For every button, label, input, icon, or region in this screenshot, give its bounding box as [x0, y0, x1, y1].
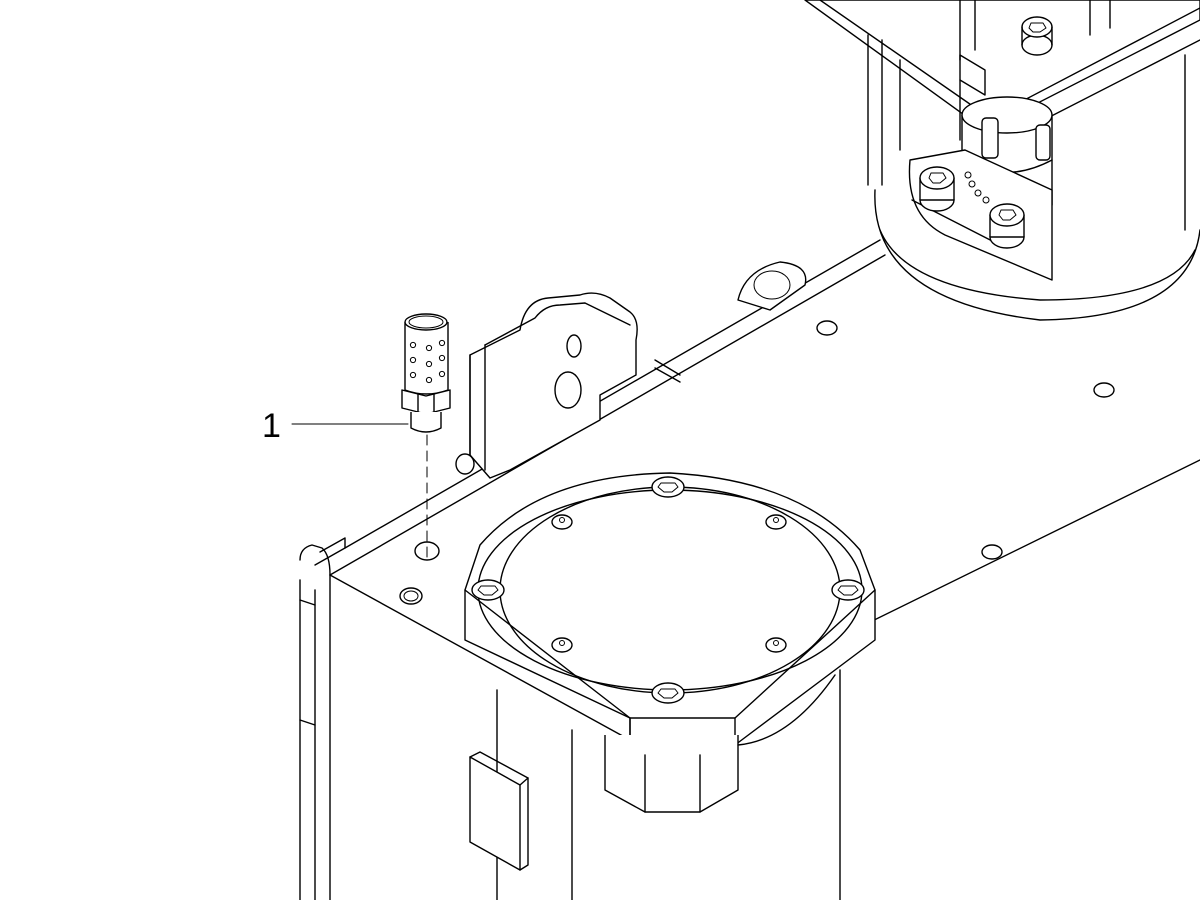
- flange-bolt-left-icon: [919, 166, 955, 212]
- cover-bolt-icon: [651, 476, 685, 498]
- cover-screw-icon: [551, 637, 573, 653]
- top-bolt-icon: [1021, 16, 1053, 56]
- mount-hole-icon: [816, 320, 838, 336]
- callout-label: 1: [262, 407, 281, 445]
- round-cover: [464, 472, 876, 746]
- cover-screw-icon: [765, 637, 787, 653]
- hex-drain-fitting: [604, 674, 836, 813]
- cover-screw-icon: [765, 514, 787, 530]
- mount-hole-icon: [399, 587, 423, 605]
- callout-1: 1: [262, 407, 409, 445]
- breather-filter-icon: [401, 313, 451, 433]
- bracket-hole-icon: [554, 371, 582, 409]
- side-label-plate: [469, 751, 529, 871]
- bracket-hole-icon: [566, 334, 582, 358]
- mount-hole-icon: [1093, 382, 1115, 398]
- motor-assembly: [804, 0, 1200, 321]
- flange-bolt-right-icon: [989, 203, 1025, 249]
- cover-screw-icon: [551, 514, 573, 530]
- cover-bolt-icon: [471, 579, 505, 601]
- mounting-bracket: [455, 261, 807, 479]
- cover-bolt-icon: [831, 579, 865, 601]
- cover-bolt-icon: [651, 682, 685, 704]
- mount-hole-icon: [981, 544, 1003, 560]
